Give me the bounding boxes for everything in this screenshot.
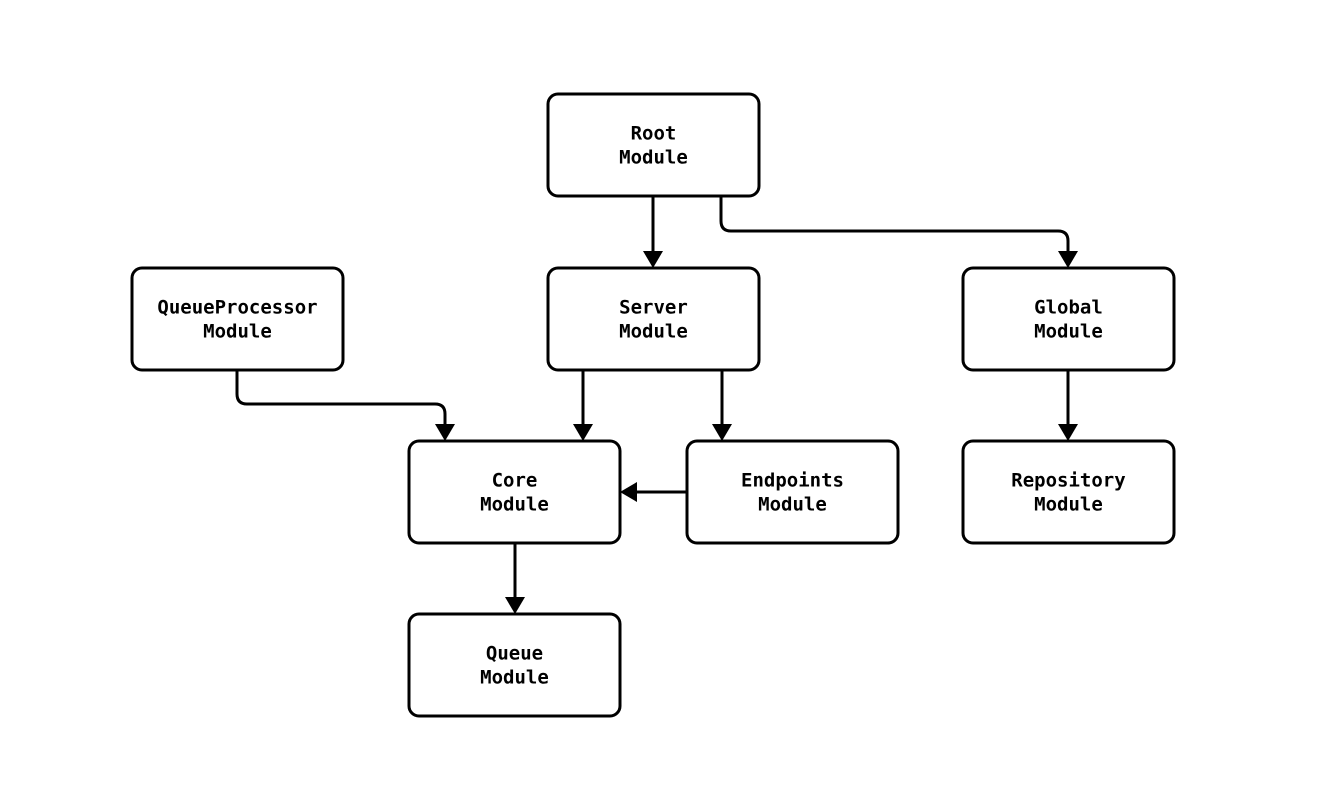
queueprocessor-module-node-label-line2: Module: [203, 321, 272, 343]
edge-queueprocessor-to-core-line: [235, 370, 447, 425]
server-module-node-label-line2: Module: [619, 321, 688, 343]
repository-module-node-shape[interactable]: [961, 439, 1176, 545]
nodes-layer: RootModuleQueueProcessorModuleServerModu…: [130, 92, 1176, 718]
queue-module-node-shape[interactable]: [407, 612, 622, 718]
server-module-node-label-line1: Server: [619, 297, 688, 319]
endpoints-module-node-shape[interactable]: [685, 439, 900, 545]
core-module-node-label-line1: Core: [492, 470, 538, 492]
edge-server-to-endpoints: [712, 370, 732, 441]
global-module-node-label-line1: Global: [1034, 297, 1103, 319]
endpoints-module-node-label-line2: Module: [758, 494, 827, 516]
edge-server-to-core-arrowhead: [573, 424, 593, 441]
endpoints-module-node-label-line1: Endpoints: [741, 470, 844, 492]
edge-root-to-global: [719, 196, 1078, 268]
edge-global-to-repository: [1058, 370, 1078, 441]
edge-root-to-global-line: [719, 196, 1070, 252]
edge-root-to-global-arrowhead: [1058, 251, 1078, 268]
edge-core-to-queue-arrowhead: [505, 597, 525, 614]
server-module-node-shape[interactable]: [546, 266, 761, 372]
edge-server-to-core: [573, 370, 593, 441]
edges-layer: [235, 196, 1078, 614]
global-module-node-label-line2: Module: [1034, 321, 1103, 343]
edge-root-to-server: [643, 196, 663, 268]
queue-module-node-label-line1: Queue: [486, 643, 543, 665]
queueprocessor-module-node-label-line1: QueueProcessor: [157, 297, 317, 319]
edge-endpoints-to-core: [620, 482, 687, 502]
queueprocessor-module-node-shape[interactable]: [130, 266, 345, 372]
edge-endpoints-to-core-arrowhead: [620, 482, 637, 502]
edge-queueprocessor-to-core: [235, 370, 455, 441]
root-module-node-label-line1: Root: [631, 123, 677, 145]
edge-server-to-endpoints-arrowhead: [712, 424, 732, 441]
repository-module-node-label-line2: Module: [1034, 494, 1103, 516]
edge-global-to-repository-arrowhead: [1058, 424, 1078, 441]
global-module-node-shape[interactable]: [961, 266, 1176, 372]
repository-module-node-label-line1: Repository: [1011, 470, 1125, 492]
edge-core-to-queue: [505, 543, 525, 614]
edge-queueprocessor-to-core-arrowhead: [435, 424, 455, 441]
root-module-node-shape[interactable]: [546, 92, 761, 198]
queue-module-node-label-line2: Module: [480, 667, 549, 689]
core-module-node-label-line2: Module: [480, 494, 549, 516]
root-module-node-label-line2: Module: [619, 147, 688, 169]
edge-root-to-server-arrowhead: [643, 251, 663, 268]
core-module-node-shape[interactable]: [407, 439, 622, 545]
